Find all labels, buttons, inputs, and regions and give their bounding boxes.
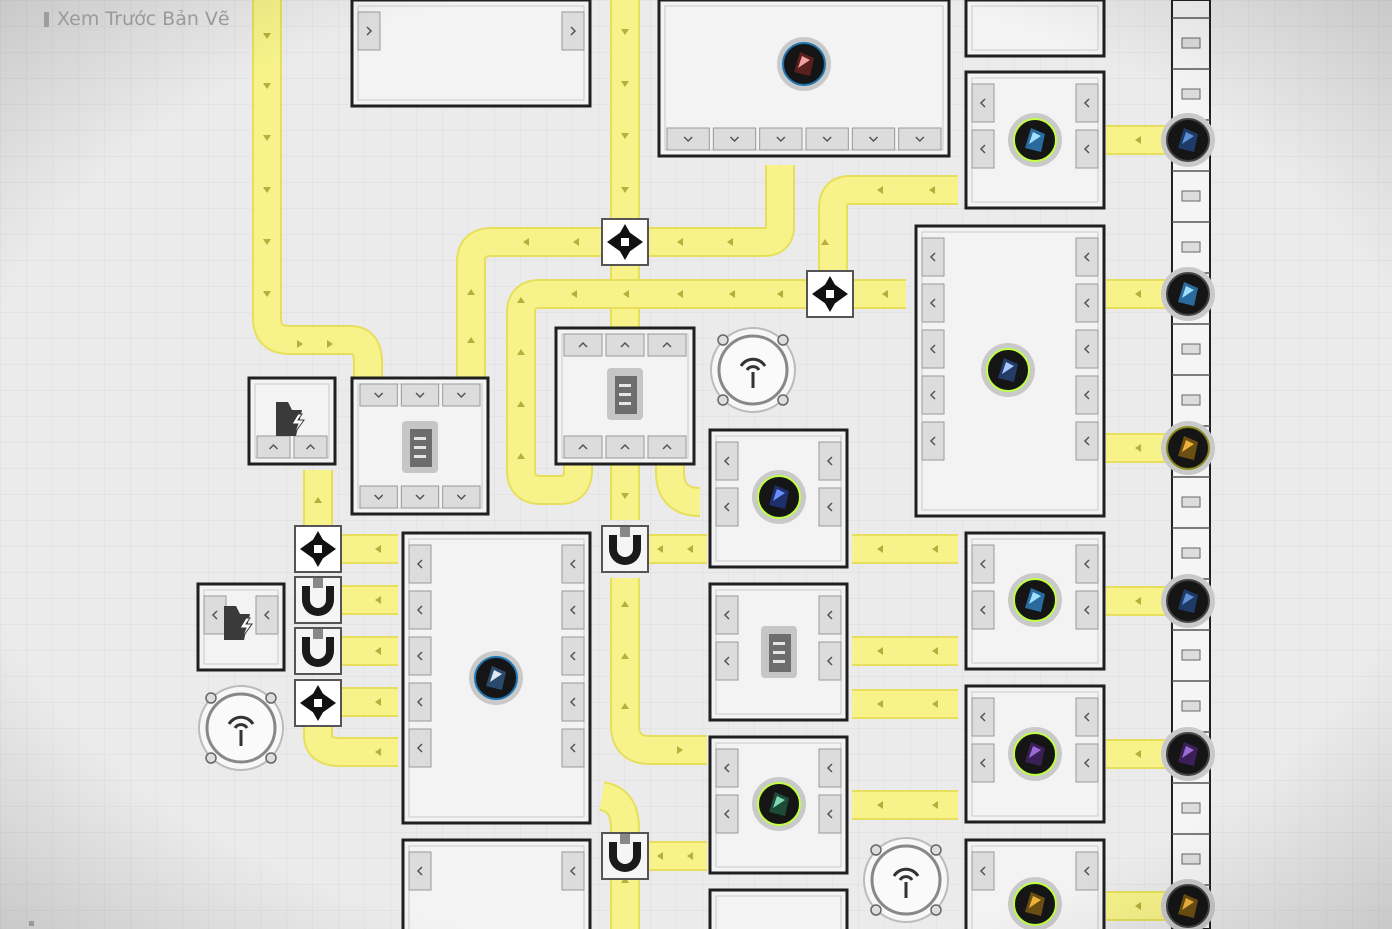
blueprint-preview-title: Xem Trước Bản Vẽ: [44, 8, 230, 30]
title-text: Xem Trước Bản Vẽ: [57, 8, 230, 30]
corner-marker: [29, 921, 34, 926]
title-bar-marker: [44, 11, 49, 27]
